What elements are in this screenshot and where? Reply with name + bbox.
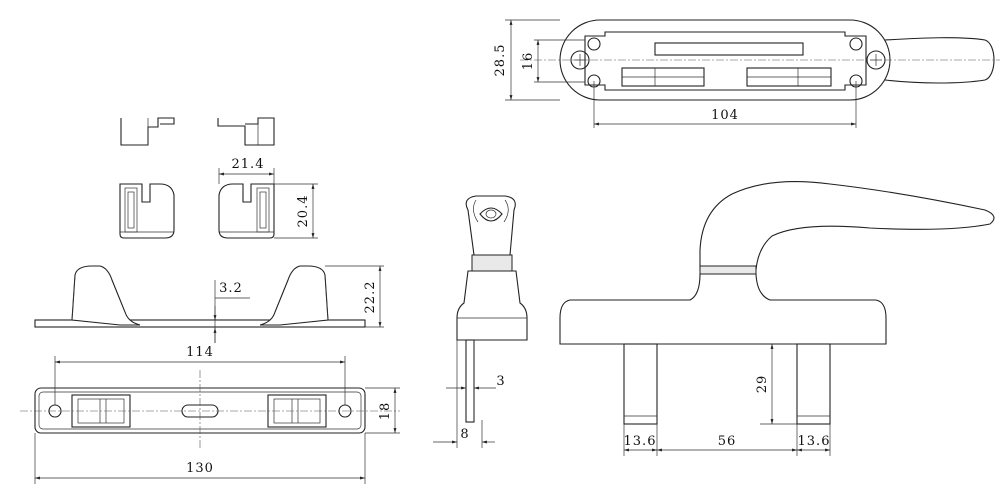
dim-spindle-offset: 3 [496,374,505,389]
dim-handle-spacing: 56 [718,434,737,449]
dim-block-width: 21.4 [232,157,265,172]
dim-strike-height: 22.2 [363,281,378,314]
dim-strike-hole-span: 114 [186,345,214,360]
top-lever [884,37,995,84]
handle-collar [699,265,757,275]
dim-top-height-outer: 28.5 [493,44,508,77]
screw-hole-icon [849,37,863,51]
dim-strike-gap: 3.2 [219,281,243,296]
screw-hole-icon [587,37,601,51]
strike-side-view: 22.2 3.2 [34,265,384,343]
dim-handle-right-leg: 13.6 [798,434,831,449]
handle-end-view: 3 8 [433,195,528,448]
block-side-left [120,117,175,146]
handle-end-grip [465,195,516,256]
dim-strike-length: 130 [186,461,214,476]
block-views: 21.4 20.4 [119,117,318,239]
handle-base [559,273,887,345]
block-side-right [217,117,275,146]
handle-end-eye [479,207,503,222]
handle-end-spindle [465,339,475,423]
handle-lever [699,181,995,271]
handle-side-view: 29 13.6 56 13.6 [559,181,995,456]
top-slot [654,42,804,56]
top-view: 28.5 16 104 [493,19,1000,128]
dim-top-width: 104 [711,108,739,123]
dim-spindle-thickness: 8 [460,427,469,442]
handle-leg-left [623,343,658,425]
strike-top-view: 114 18 130 [20,345,400,484]
block-front-right [218,183,275,239]
block-front-left [119,183,175,239]
top-inner-plate [584,31,867,91]
strike-base-bar [34,319,366,328]
handle-end-neck [471,254,513,272]
dim-handle-height: 29 [755,375,770,394]
dim-block-height: 20.4 [296,195,311,228]
dim-strike-width: 18 [378,402,393,421]
dim-top-height-inner: 16 [521,52,536,71]
handle-end-base [456,270,528,341]
strike-hook-right [259,265,329,326]
strike-hook-left [71,265,141,326]
handle-leg-right [796,343,831,425]
dim-handle-left-leg: 13.6 [624,434,657,449]
